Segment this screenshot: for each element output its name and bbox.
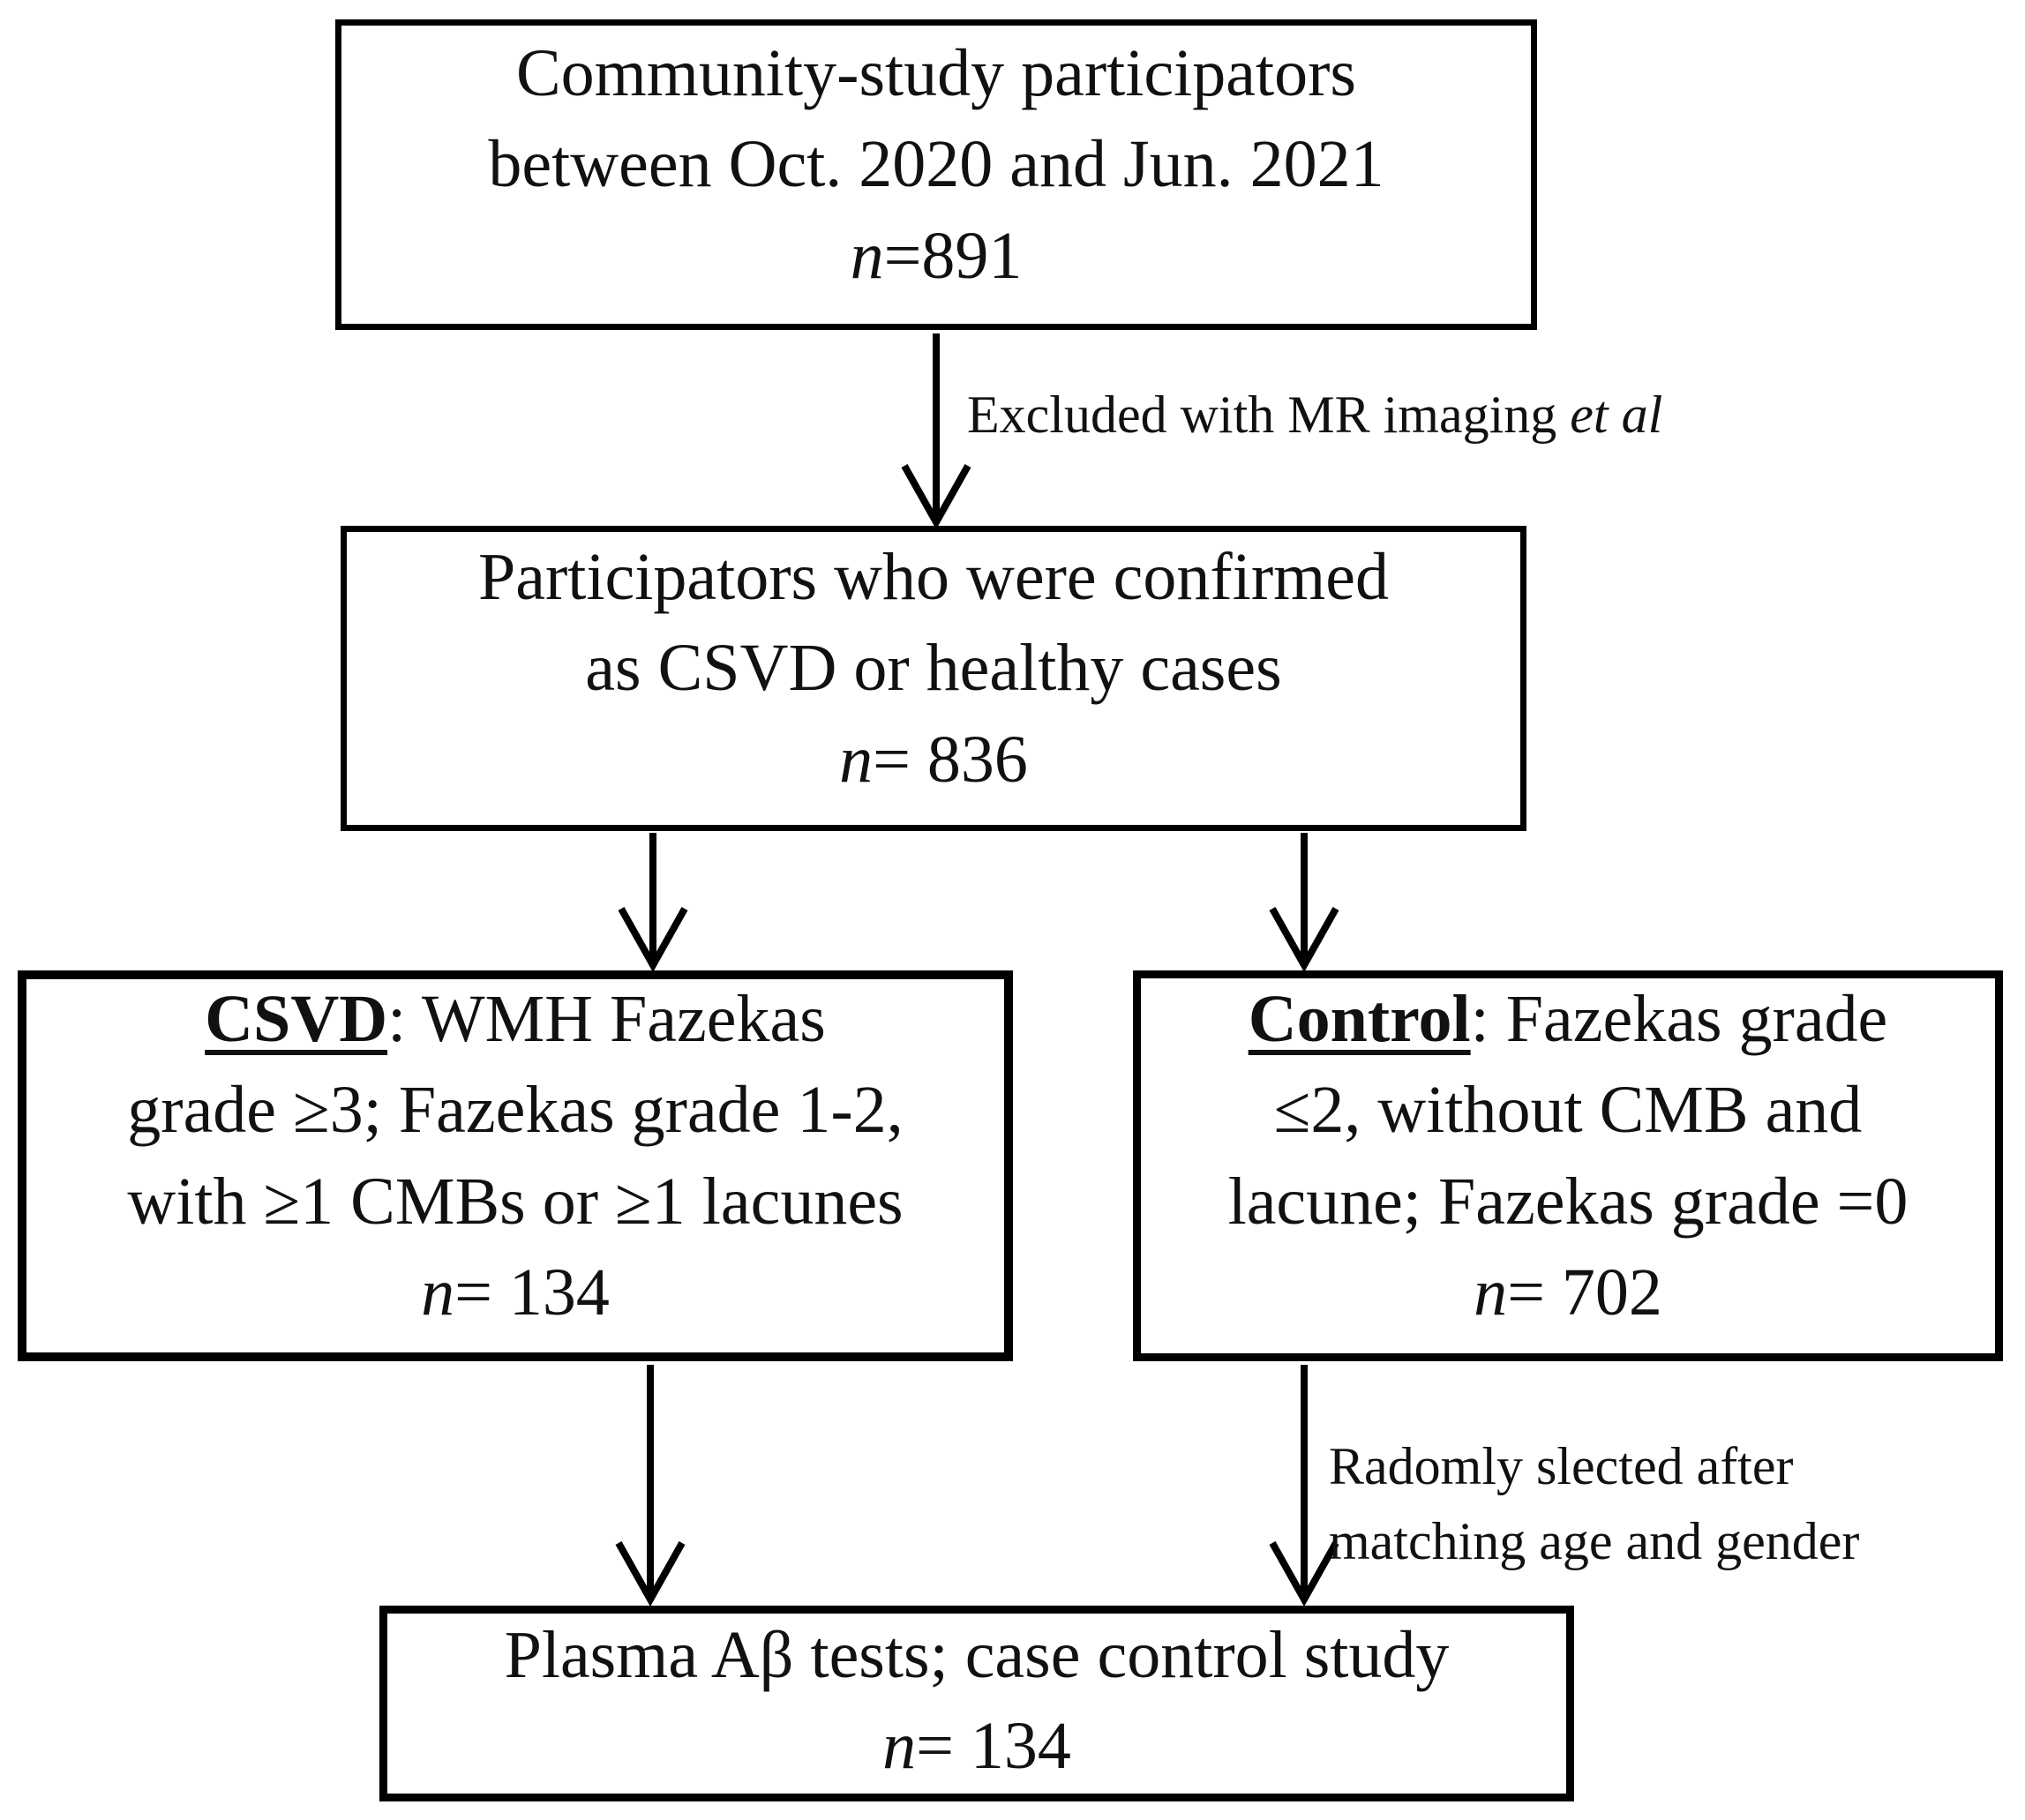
control-count: n= 702 (1474, 1255, 1662, 1329)
down-arrow-icon (618, 833, 688, 973)
selection-label-line-1: Radomly slected after (1329, 1437, 1794, 1495)
csvd-box: CSVD: WMH Fazekas grade ≥3; Fazekas grad… (18, 970, 1013, 1361)
csvd-line-2: grade ≥3; Fazekas grade 1-2, (127, 1073, 904, 1148)
outcome-line-1: Plasma Aβ tests; case control study (504, 1617, 1450, 1692)
csvd-count: n= 134 (421, 1255, 610, 1329)
confirmed-line-1: Participators who were confirmed (478, 539, 1389, 614)
control-box: Control: Fazekas grade ≤2, without CMB a… (1133, 970, 2003, 1361)
exclusion-label: Excluded with MR imaging et al (967, 386, 1663, 444)
recruitment-box: Community-study participators between Oc… (335, 19, 1537, 330)
control-line-2: ≤2, without CMB and (1273, 1073, 1863, 1148)
down-arrow-icon (901, 333, 971, 530)
selection-label: Radomly slected after matching age and g… (1329, 1429, 1859, 1579)
control-line-3: lacune; Fazekas grade =0 (1227, 1164, 1909, 1239)
confirmed-box: Participators who were confirmed as CSVD… (341, 526, 1526, 831)
down-arrow-icon (1269, 1365, 1339, 1607)
recruitment-line-2: between Oct. 2020 and Jun. 2021 (488, 127, 1384, 202)
selection-label-line-2: matching age and gender (1329, 1512, 1860, 1571)
outcome-box: Plasma Aβ tests; case control study n= 1… (379, 1606, 1574, 1801)
csvd-line-1: CSVD: WMH Fazekas (205, 981, 826, 1056)
confirmed-line-2: as CSVD or healthy cases (585, 631, 1282, 706)
csvd-line-3: with ≥1 CMBs or ≥1 lacunes (127, 1164, 904, 1239)
confirmed-count: n= 836 (839, 722, 1028, 797)
down-arrow-icon (1269, 833, 1339, 973)
recruitment-count: n=891 (850, 218, 1023, 293)
down-arrow-icon (615, 1365, 686, 1607)
outcome-count: n= 134 (882, 1709, 1071, 1783)
control-line-1: Control: Fazekas grade (1248, 981, 1888, 1056)
recruitment-line-1: Community-study participators (515, 35, 1356, 110)
